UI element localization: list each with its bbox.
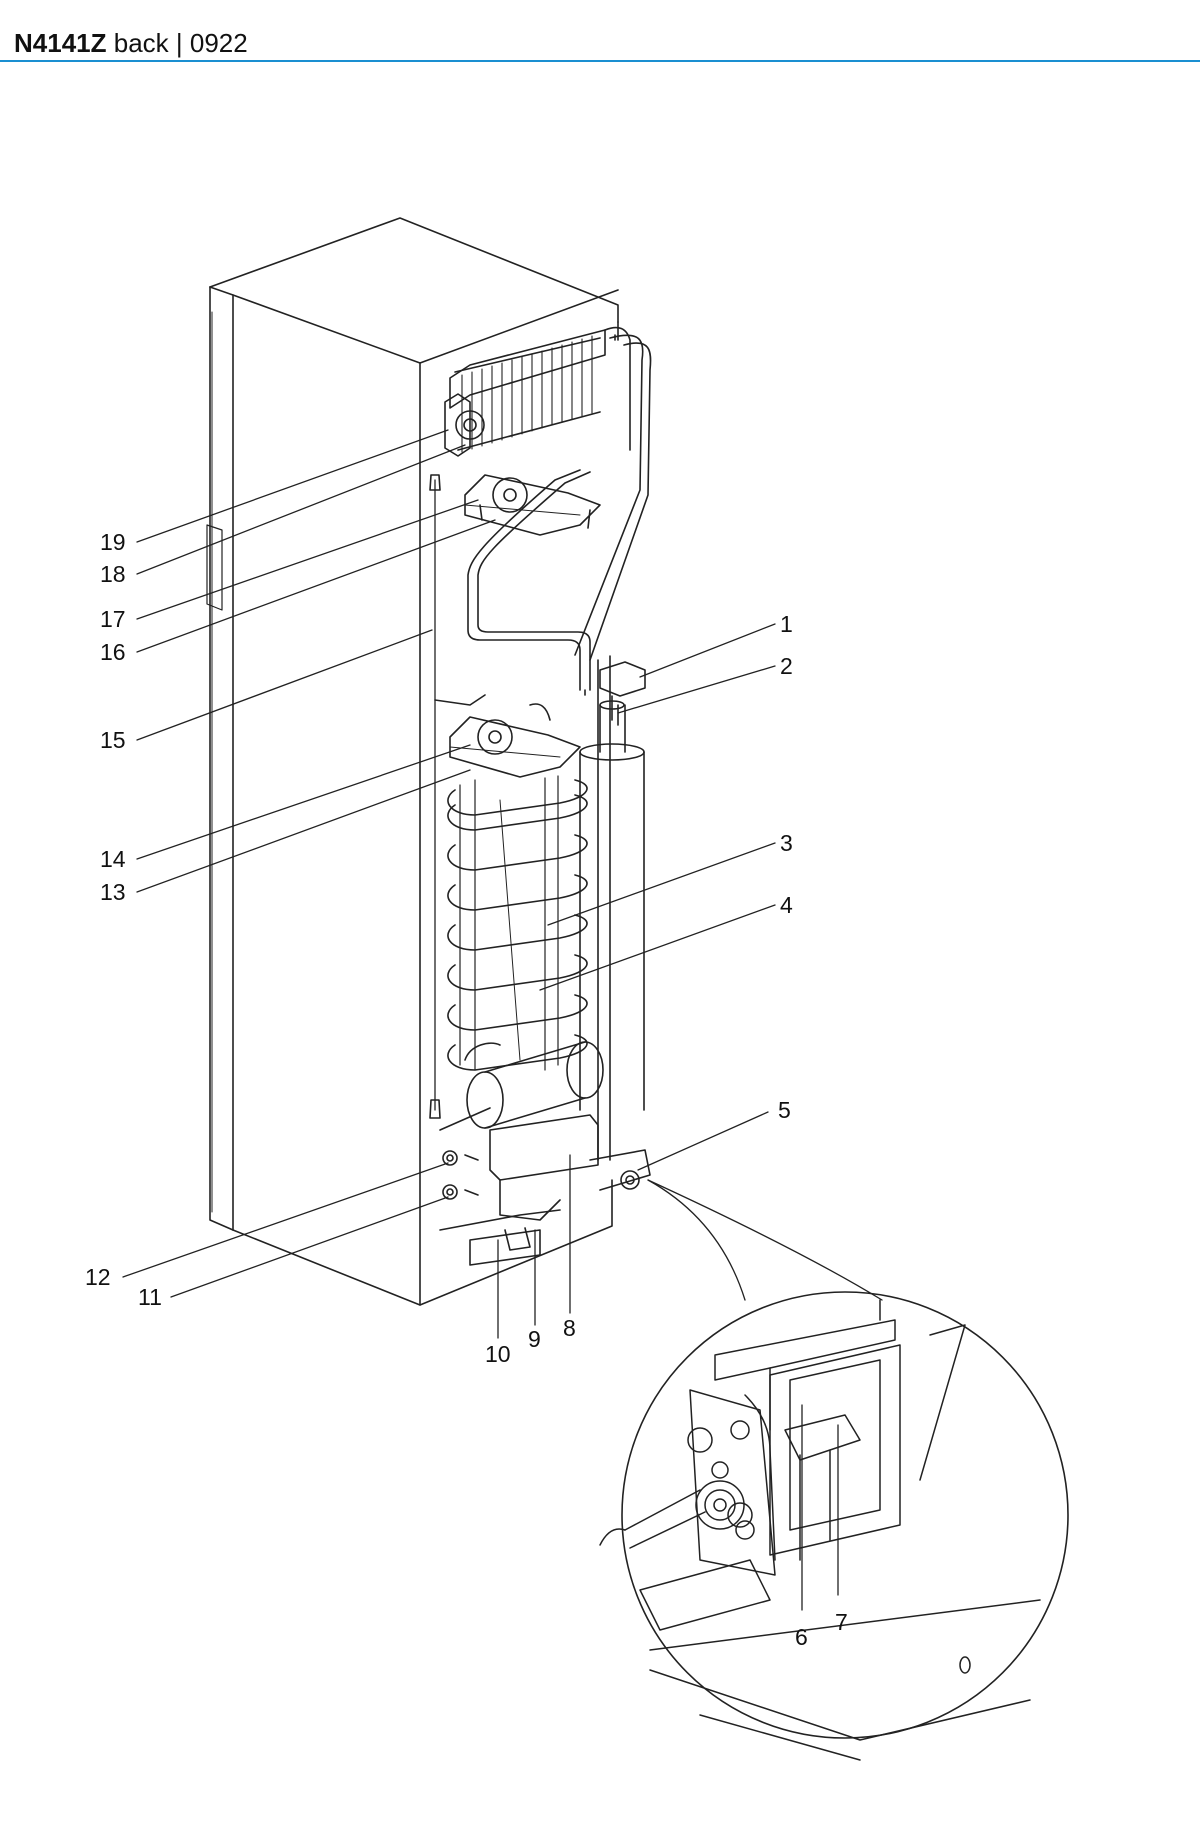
callout-8: 8 [563,1315,576,1341]
revision-code: 0922 [189,28,248,58]
page-title: N4141Z back | 0922 [14,28,248,58]
detail-view [599,1299,1041,1761]
callout-labels: 1 2 3 4 5 6 7 8 9 10 11 12 13 14 15 16 1… [85,529,848,1650]
callout-1: 1 [780,611,793,637]
thermostat-switch [599,661,646,726]
model-number: N4141Z [14,28,107,58]
callout-9: 9 [528,1326,541,1352]
absorber-coil [447,775,588,1071]
title-separator: | [175,28,183,58]
page-header: N4141Z back | 0922 [0,0,1200,62]
callout-2: 2 [780,653,793,679]
burner-housing [489,1114,651,1221]
callout-18: 18 [100,561,126,587]
callout-19: 19 [100,529,126,555]
refrigerant-pipes [467,334,652,1161]
callout-17: 17 [100,606,126,632]
thermocouple-wire [429,474,486,1119]
callout-14: 14 [100,846,126,872]
callout-10: 10 [485,1341,511,1367]
bottom-controls [439,1150,561,1266]
callout-16: 16 [100,639,126,665]
top-condenser [444,326,631,457]
upper-fan-unit [464,474,601,536]
callout-5: 5 [778,1097,791,1123]
callout-15: 15 [100,727,126,753]
callout-13: 13 [100,879,126,905]
callout-6: 6 [795,1624,808,1650]
reservoir-cylinder [439,1041,604,1131]
boiler-tube [579,700,645,1111]
leader-lines [122,429,839,1611]
lower-fan-unit [449,703,581,778]
detail-magnifier [621,1179,1069,1739]
view-label: back [113,28,169,58]
callout-12: 12 [85,1264,111,1290]
callout-3: 3 [780,830,793,856]
callout-4: 4 [780,892,793,918]
callout-7: 7 [835,1609,848,1635]
callout-11: 11 [138,1284,162,1310]
cabinet-body [206,217,619,1306]
